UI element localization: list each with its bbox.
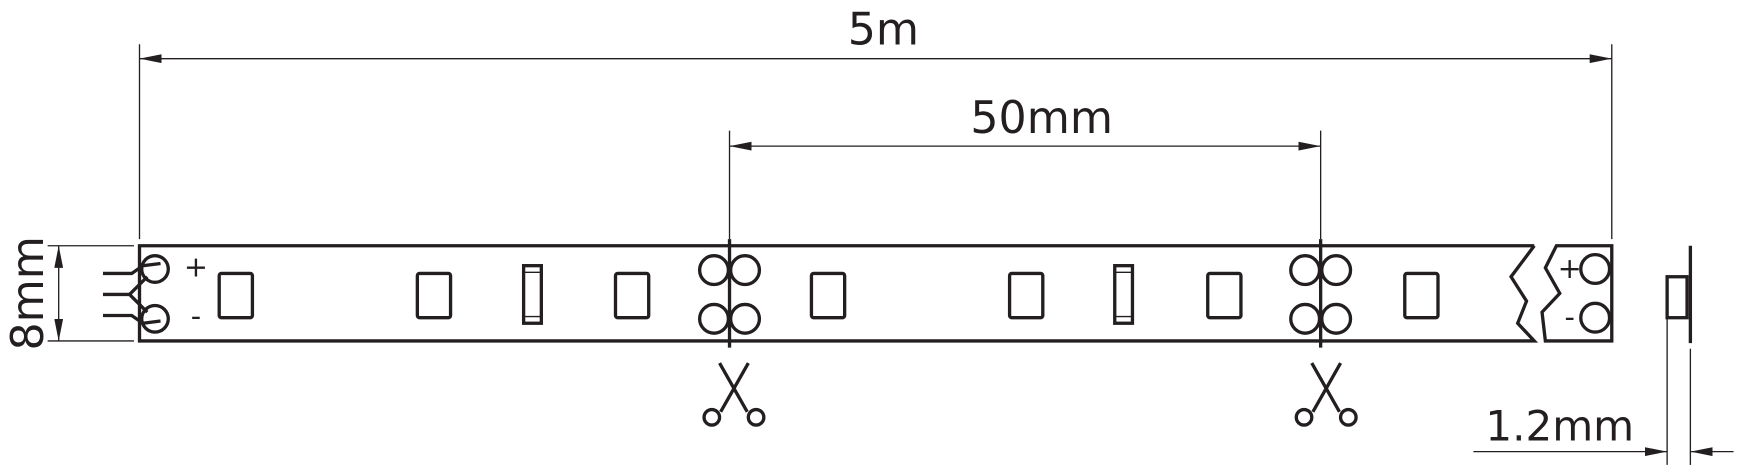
led-chip	[415, 271, 453, 320]
minus-label: -	[1565, 300, 1575, 334]
input-connector: + -	[102, 250, 208, 334]
resistor	[1113, 264, 1135, 325]
cut-interval-label: 50mm	[970, 93, 1113, 144]
led-chip	[809, 271, 847, 320]
plus-label: +	[184, 250, 208, 284]
leds	[217, 264, 1440, 325]
thickness-dimension: 1.2mm	[1473, 245, 1734, 465]
resistor	[521, 264, 543, 325]
led-chip	[1007, 271, 1045, 320]
led-strip	[137, 239, 1614, 348]
thickness-label: 1.2mm	[1485, 402, 1634, 451]
plus-label: +	[1558, 251, 1582, 285]
cut-interval-dimension: 50mm	[728, 93, 1322, 240]
width-dimension: 8mm	[3, 236, 134, 351]
scissors-icon	[1294, 362, 1358, 427]
led-chip	[613, 271, 651, 320]
led-chip	[217, 271, 255, 320]
output-connector: + -	[1558, 251, 1612, 334]
led-chip	[1403, 271, 1440, 320]
length-label: 5m	[848, 4, 919, 55]
solder-pads	[697, 254, 1353, 335]
minus-label: -	[191, 298, 201, 332]
scissors-icon	[702, 362, 766, 427]
led-chip	[1206, 271, 1243, 320]
length-dimension: 5m	[138, 4, 1613, 240]
width-label: 8mm	[3, 236, 54, 350]
